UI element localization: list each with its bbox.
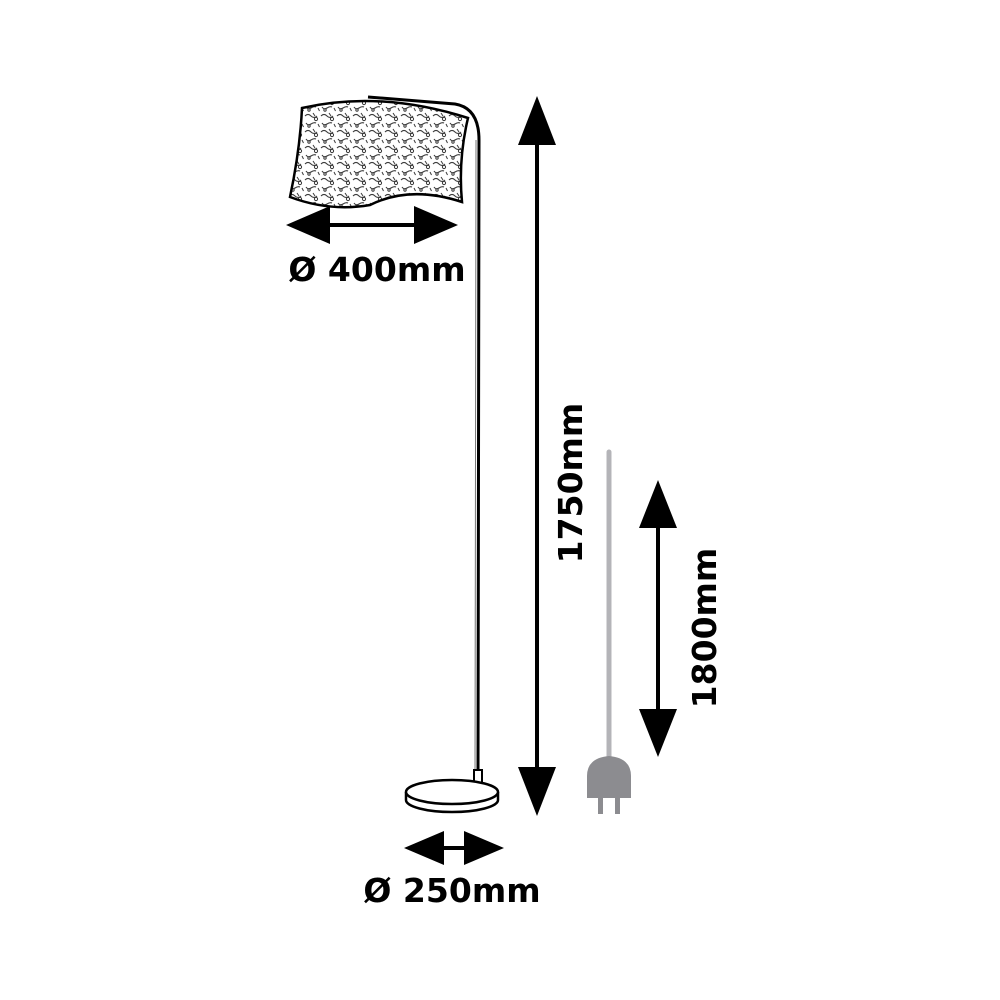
shade-diameter-label: Ø 400mm bbox=[288, 250, 465, 289]
power-cable bbox=[587, 449, 631, 814]
power-plug-icon bbox=[587, 756, 631, 814]
lamp-shade bbox=[288, 99, 470, 209]
height-label: 1750mm bbox=[551, 403, 590, 564]
floor-lamp-drawing bbox=[288, 95, 500, 814]
shade-diameter-arrow bbox=[286, 206, 458, 244]
cable-length-arrow bbox=[639, 480, 677, 757]
lamp-stem bbox=[367, 95, 481, 779]
height-arrow bbox=[518, 96, 556, 816]
base-diameter-arrow bbox=[404, 831, 504, 865]
base-diameter-label: Ø 250mm bbox=[363, 871, 540, 910]
cable-length-label: 1800mm bbox=[685, 548, 724, 709]
lamp-base bbox=[404, 769, 500, 814]
